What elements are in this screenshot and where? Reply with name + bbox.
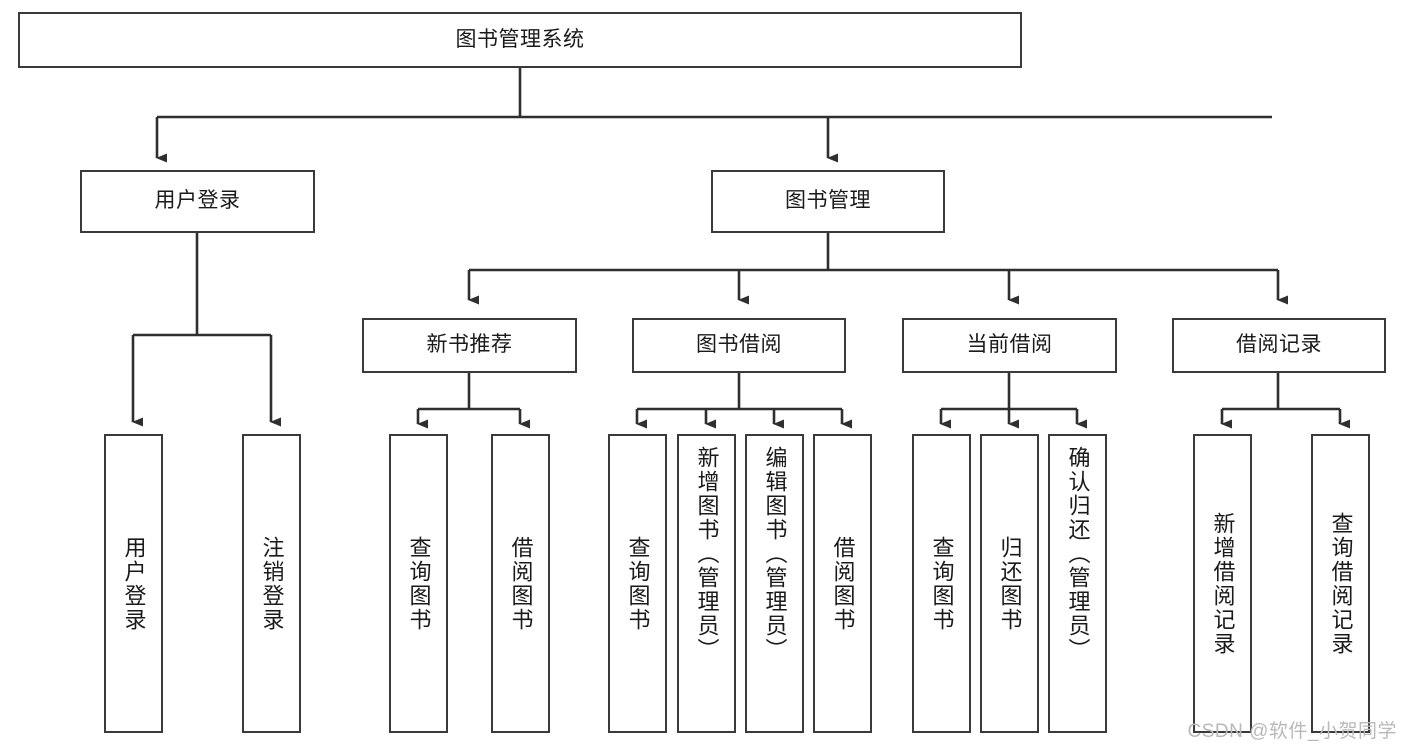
leaf-label: 编辑图书（管理员） [762,446,788,662]
node-label: 新书推荐 [426,333,513,357]
leaf-user-login[interactable]: 用户登录 [104,434,163,733]
leaf-logout[interactable]: 注销登录 [242,434,301,733]
node-root-system[interactable]: 图书管理系统 [18,12,1022,68]
leaf-label: 查询图书 [625,535,651,632]
node-new-book-recommend[interactable]: 新书推荐 [362,318,577,373]
leaf-label: 用户登录 [121,535,147,632]
leaf-query-borrow-record[interactable]: 查询借阅记录 [1311,434,1370,733]
node-user-login[interactable]: 用户登录 [80,170,315,233]
leaf-confirm-return-admin[interactable]: 确认归还（管理员） [1048,434,1107,733]
node-label: 用户登录 [154,189,241,213]
node-book-borrow[interactable]: 图书借阅 [632,318,846,373]
leaf-label: 注销登录 [259,535,285,632]
leaf-query-book-current[interactable]: 查询图书 [912,434,971,733]
leaf-query-book-recommend[interactable]: 查询图书 [389,434,448,733]
leaf-edit-book-admin[interactable]: 编辑图书（管理员） [745,434,804,733]
leaf-label: 新增图书（管理员） [694,446,720,662]
node-label: 借阅记录 [1236,333,1322,357]
node-label: 图书管理 [785,189,871,213]
leaf-label: 借阅图书 [830,535,856,632]
node-label: 图书管理系统 [455,27,585,51]
leaf-label: 归还图书 [997,535,1023,632]
watermark-text: CSDN @软件_小贺同学 [1187,721,1397,742]
node-borrow-record[interactable]: 借阅记录 [1172,318,1386,373]
leaf-borrow-book-recommend[interactable]: 借阅图书 [491,434,550,733]
leaf-add-book-admin[interactable]: 新增图书（管理员） [677,434,736,733]
node-current-borrow[interactable]: 当前借阅 [902,318,1117,373]
leaf-label: 查询图书 [406,535,432,632]
leaf-label: 查询图书 [929,535,955,632]
node-book-management[interactable]: 图书管理 [711,170,945,233]
node-label: 当前借阅 [966,333,1053,357]
leaf-query-book-borrow[interactable]: 查询图书 [608,434,667,733]
node-label: 图书借阅 [696,333,782,357]
leaf-return-book[interactable]: 归还图书 [980,434,1039,733]
leaf-borrow-book[interactable]: 借阅图书 [813,434,872,733]
leaf-label: 确认归还（管理员） [1065,446,1091,662]
leaf-add-borrow-record[interactable]: 新增借阅记录 [1193,434,1252,733]
leaf-label: 借阅图书 [508,535,534,632]
leaf-label: 查询借阅记录 [1328,511,1354,656]
leaf-label: 新增借阅记录 [1210,511,1236,656]
